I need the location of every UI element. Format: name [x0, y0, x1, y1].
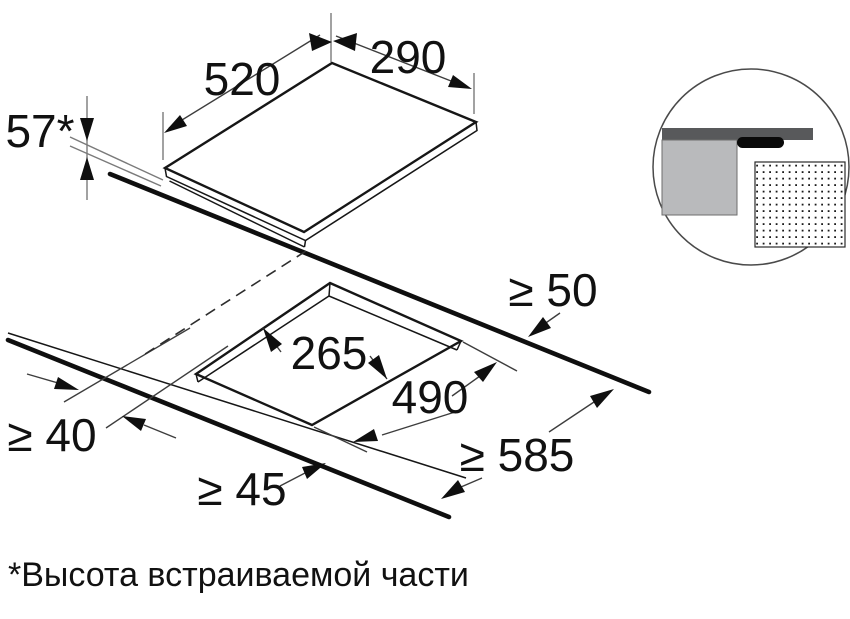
arrowhead [448, 75, 472, 89]
worktop-section-bar [662, 128, 813, 140]
hob-top-view [69, 61, 479, 248]
arrowhead [333, 33, 357, 51]
hob-skirt [169, 180, 305, 248]
hob-surface-line-upper [69, 136, 164, 181]
dim-hob-height: 57* [5, 96, 94, 200]
arrowhead [263, 328, 282, 352]
clearance-rear-label: ≥ 50 [508, 264, 597, 316]
worktop-front-edge-line [5, 337, 452, 520]
cabinet-section-panel [661, 139, 738, 216]
dimension-line [168, 34, 321, 129]
dim-cutout-inner: 265 [262, 327, 388, 380]
dim-clearance-rear: ≥ 50 [508, 264, 598, 337]
cutout-outline [193, 281, 464, 427]
cutout-opening [193, 281, 464, 427]
leader-line [26, 373, 59, 384]
leader-line [460, 477, 483, 488]
cutout-inner-label: 265 [291, 327, 368, 379]
arrowhead [474, 362, 497, 382]
leader-line [279, 472, 306, 487]
leader-line [381, 411, 456, 436]
arrowhead [164, 115, 187, 133]
dimension-line [335, 35, 470, 89]
hob-width-label: 520 [204, 53, 281, 105]
arrowhead [80, 157, 94, 180]
dim-worktop-depth: ≥ 585 [441, 389, 614, 499]
arrowhead [309, 33, 332, 51]
cutout-rim-tick-left [195, 373, 199, 383]
leader-line [143, 424, 177, 439]
extension-line [313, 426, 368, 453]
worktop-back-edge-line [107, 171, 652, 395]
arrowhead [122, 416, 146, 431]
appliance-body-section [754, 161, 846, 248]
clearance-side-label: ≥ 40 [7, 409, 96, 461]
cutout-rim-tick-right [456, 340, 462, 351]
dim-hob-depth: 290 [333, 31, 475, 114]
arrowhead [80, 118, 94, 141]
worktop-depth-label: ≥ 585 [460, 429, 575, 481]
arrowhead [302, 463, 326, 479]
hob-surface-line-lower [69, 145, 162, 187]
dim-cutout-width: 490 [313, 341, 518, 453]
worktop-front-top-edge-line [7, 332, 467, 479]
sealing-gasket [737, 137, 784, 148]
worktop-surface [5, 171, 652, 520]
hob-skirt-corner [303, 240, 307, 248]
hob-glass-top [162, 61, 479, 234]
section-inset [652, 68, 850, 266]
arrowhead [54, 377, 79, 390]
arrowhead [590, 389, 614, 408]
arrowhead [528, 317, 551, 337]
side-clearance-extension-line-2 [105, 345, 229, 429]
arrowhead [441, 480, 465, 499]
hob-height-label: 57* [5, 105, 74, 157]
arrowhead [368, 355, 387, 379]
leader-line [548, 401, 595, 433]
arrowhead [353, 429, 378, 442]
dim-clearance-side: ≥ 40 [7, 373, 177, 461]
side-clearance-extension-line-1 [63, 327, 191, 403]
dim-hob-width: 520 [162, 13, 332, 160]
clearance-front-label: ≥ 45 [197, 463, 286, 515]
dim-clearance-front: ≥ 45 [197, 463, 326, 515]
cutout-width-label: 490 [392, 371, 469, 423]
projection-dashed-line [141, 250, 307, 357]
footnote: *Высота встраиваемой части [8, 556, 469, 594]
leader-line [451, 375, 481, 397]
extension-line [462, 341, 518, 372]
hob-depth-label: 290 [370, 31, 447, 83]
cutout-rim-tick-back [328, 282, 331, 297]
